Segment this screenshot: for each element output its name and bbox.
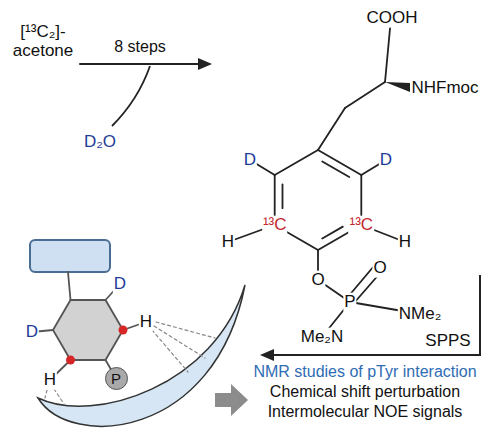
spps-arrow	[272, 275, 480, 355]
method-item: Intermolecular NOE signals	[267, 403, 464, 421]
step-label: SPPS	[424, 332, 471, 351]
contact-line	[45, 390, 47, 398]
atom-label: H	[139, 313, 153, 332]
bond	[318, 108, 345, 150]
arrowhead	[198, 58, 212, 70]
reagent-arrow	[112, 66, 150, 126]
atom-label: H	[398, 233, 412, 252]
atom-label: NMe₂	[398, 305, 443, 324]
atom-label: H	[221, 233, 235, 252]
bond	[345, 82, 385, 108]
isotope-label: ¹³C	[262, 216, 288, 235]
reagent-label: D₂O	[83, 133, 117, 152]
atom-label: D	[379, 151, 393, 170]
atom-label: D	[25, 323, 39, 342]
method-heading: NMR studies of pTyr interaction	[252, 363, 477, 381]
bond	[385, 18, 391, 82]
atom-label: D	[243, 151, 257, 170]
atom-label: H	[43, 371, 57, 390]
bond	[322, 161, 349, 177]
atom-label: NHFmoc	[410, 79, 479, 98]
label-dot	[119, 326, 128, 335]
isotope-label: ¹³C	[348, 216, 374, 235]
bond	[322, 227, 343, 239]
atom-label: Me₂N	[300, 328, 345, 347]
result-arrow	[215, 384, 248, 416]
atom-label: O	[310, 271, 325, 290]
contact-line	[54, 389, 64, 404]
contact-line	[154, 326, 205, 358]
atom-label: O	[372, 259, 387, 278]
ring	[53, 300, 123, 360]
atom-label: COOH	[366, 9, 419, 28]
bonds	[32, 18, 480, 416]
binding-pocket	[38, 285, 245, 426]
reagent-label: [¹³C₂]-acetone	[6, 23, 80, 60]
bond	[80, 63, 200, 65]
atom-label: D	[113, 275, 127, 294]
step-count: 8 steps	[113, 38, 167, 56]
protein-block	[30, 240, 110, 272]
phosphate-circle: P	[105, 367, 128, 390]
atom-label: P	[343, 293, 356, 312]
bond	[68, 272, 71, 300]
label-dot	[66, 356, 75, 365]
contact-line	[152, 330, 188, 372]
arrowhead	[260, 349, 274, 361]
method-item: Chemical shift perturbation	[269, 383, 461, 401]
bond	[275, 150, 318, 175]
contact-line	[156, 322, 215, 338]
wedge-bond	[385, 82, 410, 92]
bond	[282, 184, 284, 208]
node-text: P	[111, 371, 121, 386]
